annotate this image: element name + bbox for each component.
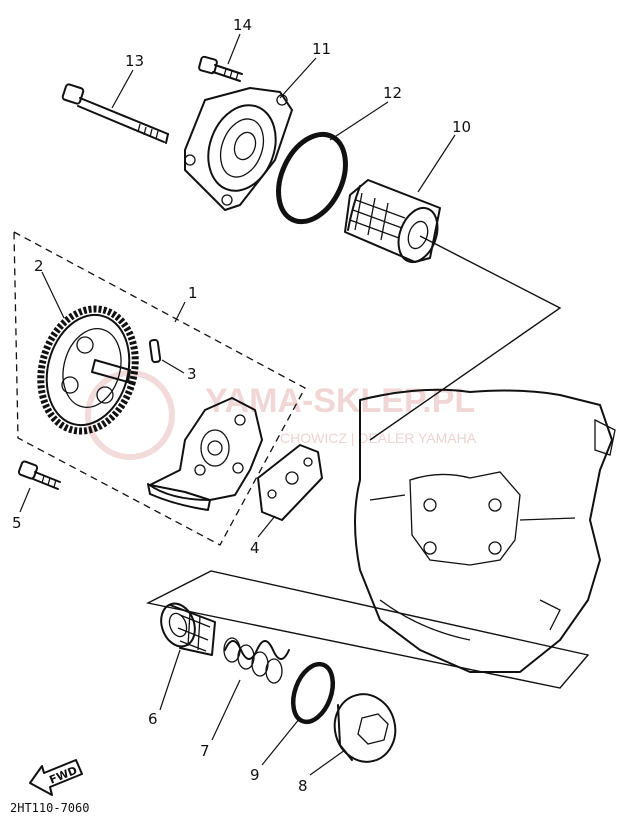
- callout-6: 6: [148, 710, 158, 728]
- callout-7: 7: [200, 742, 210, 760]
- fwd-label: FWD: [48, 764, 80, 787]
- callout-8: 8: [298, 777, 308, 795]
- callout-14: 14: [233, 16, 252, 34]
- oil-strainer-6: [160, 602, 216, 656]
- callout-labels: 1 2 3 4 5 6 7 8 9 10 11 12 13 14: [12, 16, 471, 795]
- callout-11: 11: [312, 40, 331, 58]
- dowel-pin-3: [148, 338, 162, 364]
- bolt-14: [198, 55, 243, 82]
- callout-9: 9: [250, 766, 260, 784]
- assembly-1-dashed-box: [13, 230, 306, 546]
- callout-12: 12: [383, 84, 402, 102]
- filter-cover-11: [184, 87, 293, 211]
- o-ring-9: [290, 661, 336, 725]
- drawing-code: 2HT110-7060: [10, 801, 89, 815]
- watermark-tagline: CHOWICZ | DEALER YAMAHA: [280, 430, 477, 446]
- callout-5: 5: [12, 514, 22, 532]
- screw-5: [17, 460, 61, 490]
- bolt-13: [61, 83, 169, 144]
- crankcase: [354, 388, 616, 673]
- strainer-assembly-box: [145, 570, 590, 689]
- spring-7: [223, 637, 290, 684]
- leader-lines: [19, 33, 456, 776]
- drain-plug-8: [333, 693, 397, 763]
- pump-gear-2: [37, 305, 139, 435]
- watermark-brand: YAMA-SKLEP.PL: [205, 382, 475, 420]
- o-ring-12: [276, 131, 348, 225]
- callout-2: 2: [34, 257, 44, 275]
- fwd-arrow-icon: FWD: [29, 759, 83, 796]
- watermark-logo: [85, 370, 175, 460]
- callout-1: 1: [188, 284, 198, 302]
- callout-13: 13: [125, 52, 144, 70]
- oil-filter-10: [344, 179, 441, 264]
- gasket-4: [257, 444, 323, 521]
- callout-10: 10: [452, 118, 471, 136]
- filter-connection-line: [369, 235, 562, 441]
- oil-pump-body: [147, 397, 263, 511]
- watermark: YAMA-SKLEP.PL CHOWICZ | DEALER YAMAHA: [85, 370, 477, 460]
- callout-4: 4: [250, 539, 260, 557]
- callout-3: 3: [187, 365, 197, 383]
